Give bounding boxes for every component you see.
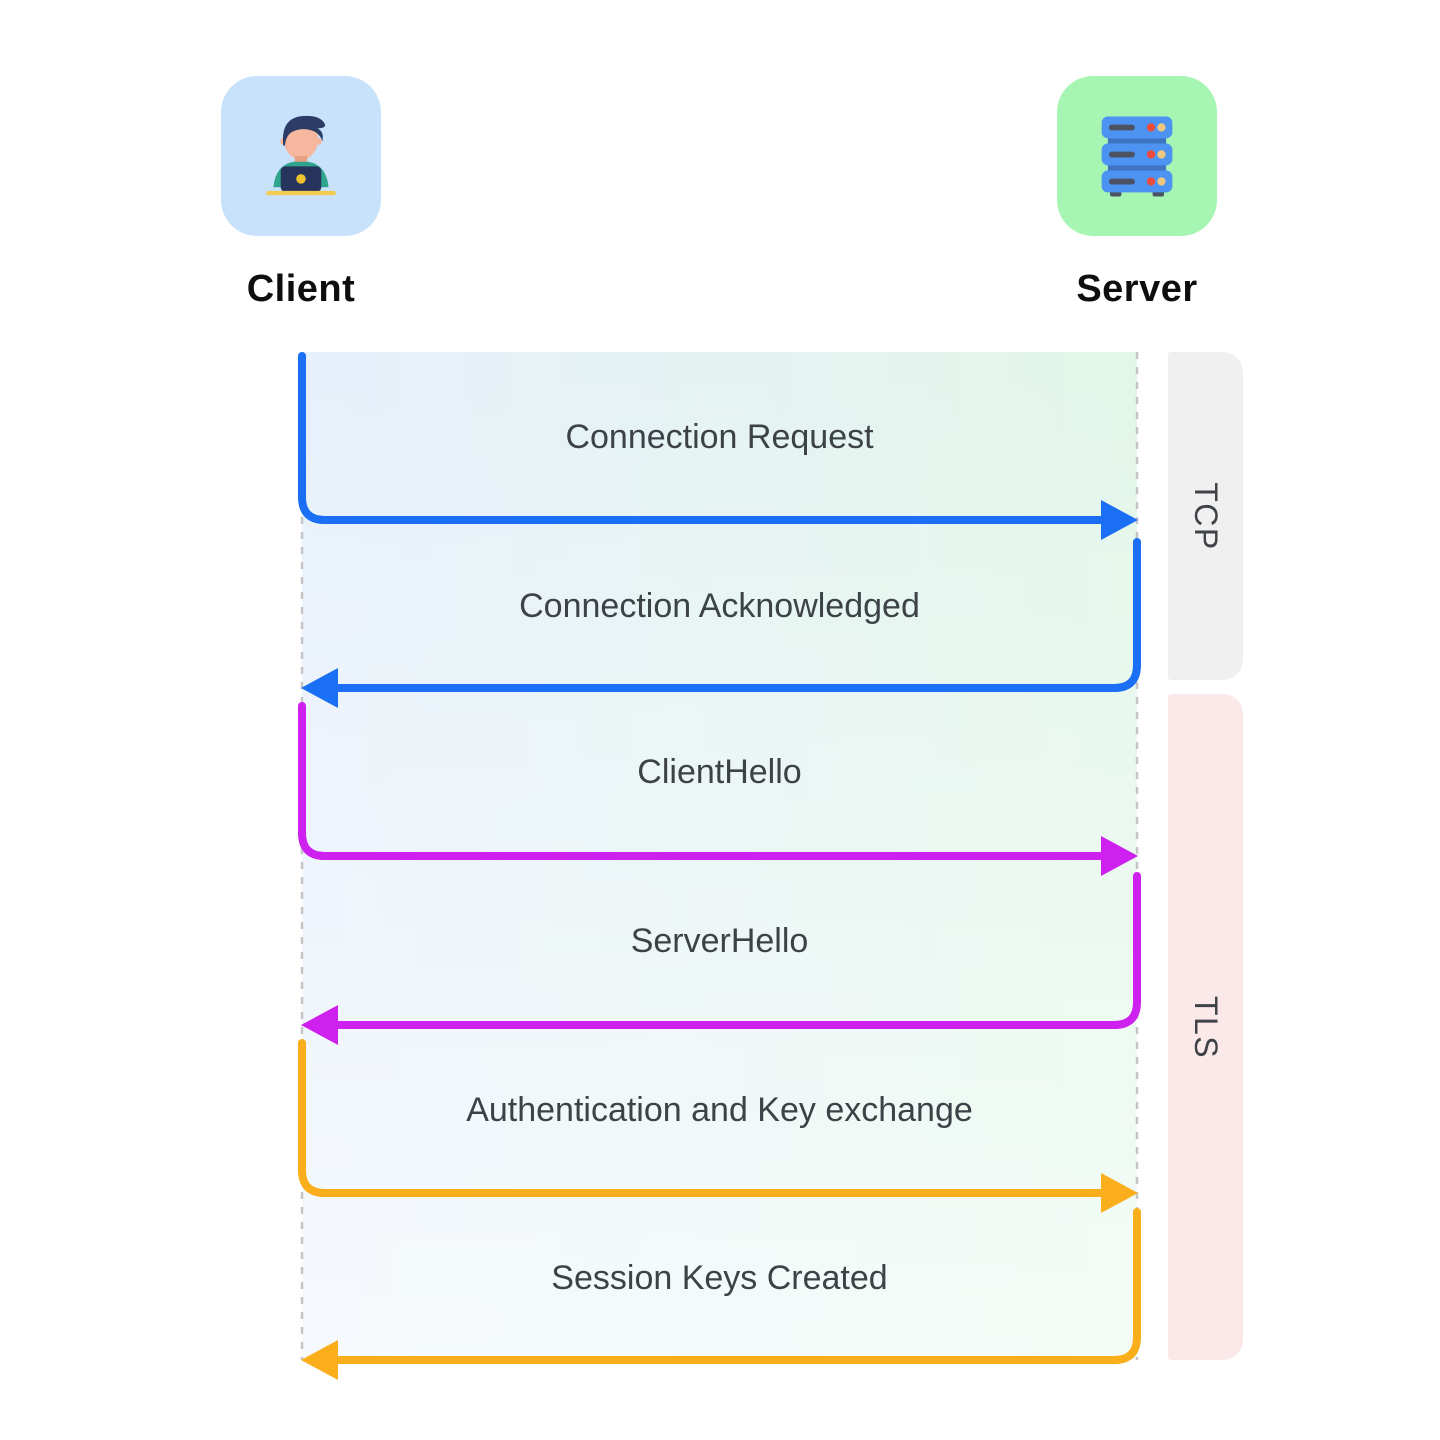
arrow-serverhello (301, 872, 1141, 1045)
client-label: Client (246, 268, 356, 310)
arrowhead-left-icon (301, 1005, 338, 1045)
arrowhead-right-icon (1101, 836, 1138, 876)
phase-band-tcp: TCP (1168, 352, 1243, 680)
arrowhead-left-icon (301, 1340, 338, 1380)
person-at-laptop-icon (266, 115, 336, 196)
message-label-clienthello: ClientHello (637, 753, 802, 791)
arrowhead-right-icon (1101, 500, 1138, 540)
arrow-session-keys-created (301, 1208, 1141, 1380)
arrow-connection-request (298, 352, 1138, 540)
server-card (1057, 76, 1217, 236)
phase-band-tls: TLS (1168, 694, 1243, 1360)
arrow-clienthello (298, 702, 1138, 876)
client-card (221, 76, 381, 236)
server-label: Server (1076, 268, 1198, 310)
message-label-connection-request: Connection Request (565, 418, 874, 456)
arrowhead-left-icon (301, 668, 338, 708)
arrowhead-right-icon (1101, 1173, 1138, 1213)
message-label-serverhello: ServerHello (630, 922, 809, 960)
server-rack-icon (1101, 116, 1173, 197)
message-label-connection-acknowledged: Connection Acknowledged (519, 587, 920, 625)
message-label-session-keys-created: Session Keys Created (551, 1259, 888, 1297)
arrow-authentication-key-exchange (298, 1039, 1138, 1213)
arrow-connection-acknowledged (301, 538, 1141, 708)
message-label-authentication-key-exchange: Authentication and Key exchange (466, 1091, 973, 1129)
